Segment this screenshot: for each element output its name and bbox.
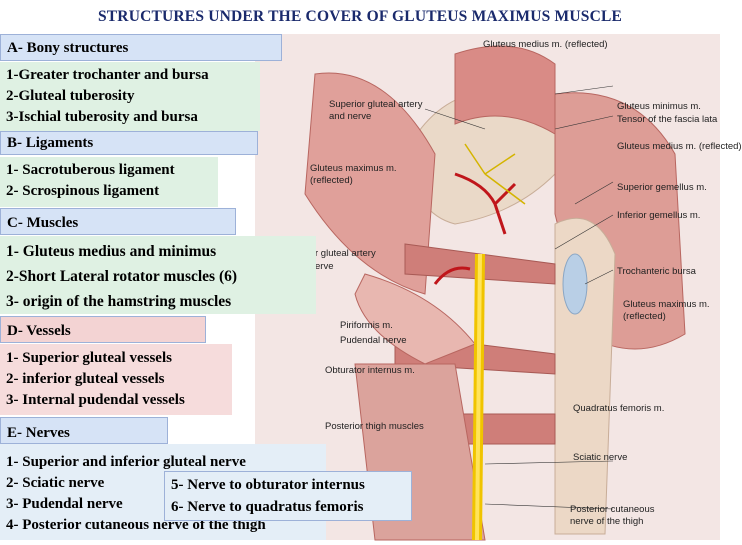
list-item: 2-Gluteal tuberosity: [6, 88, 135, 104]
list-item: 6- Nerve to quadratus femoris: [171, 499, 364, 515]
section-d-header: D- Vessels: [0, 316, 206, 343]
section-a-list: 1-Greater trochanter and bursa 2-Gluteal…: [0, 62, 260, 131]
page-title: STRUCTURES UNDER THE COVER OF GLUTEUS MA…: [0, 0, 720, 34]
section-c-header: C- Muscles: [0, 208, 236, 235]
label-tensor-fascia-lata: Tensor of the fascia lata: [617, 114, 718, 125]
list-item: 5- Nerve to obturator internus: [171, 477, 365, 493]
label-gluteus-maximus-lower-note: (reflected): [623, 311, 666, 322]
label-nerve-of-thigh: nerve of the thigh: [570, 516, 644, 527]
section-c-list: 1- Gluteus medius and minimus 2-Short La…: [0, 236, 316, 314]
list-item: 2- inferior gluteal vessels: [6, 371, 165, 387]
section-a-header: A- Bony structures: [0, 34, 282, 61]
list-item: 3- origin of the hamstring muscles: [6, 293, 232, 310]
label-gluteus-maximus-lower: Gluteus maximus m.: [623, 299, 710, 310]
section-d-list: 1- Superior gluteal vessels 2- inferior …: [0, 344, 232, 415]
label-posterior-cutaneous: Posterior cutaneous: [570, 504, 655, 515]
list-item: 1- Superior gluteal vessels: [6, 350, 172, 366]
list-item: 2- Scrospinous ligament: [6, 183, 160, 199]
label-obturator-internus: Obturator internus m.: [325, 365, 415, 376]
label-posterior-thigh-muscles: Posterior thigh muscles: [325, 421, 424, 432]
label-quadratus-femoris: Quadratus femoris m.: [573, 403, 665, 414]
label-sciatic-nerve: Sciatic nerve: [573, 452, 628, 463]
label-superior-gemellus: Superior gemellus m.: [617, 182, 707, 193]
label-gluteus-maximus-reflected: Gluteus maximus m.: [310, 163, 397, 174]
list-item-text: 3- Pudendal nerve: [6, 496, 123, 512]
label-piriformis: Piriformis m.: [340, 320, 393, 331]
list-item: 2-Short Lateral rotator muscles (6): [6, 268, 238, 285]
label-superior-gluteal-artery: Superior gluteal artery: [329, 99, 423, 110]
list-item: 1-Greater trochanter and bursa: [6, 67, 209, 83]
list-item: 1- Superior and inferior gluteal nerve: [6, 454, 246, 470]
label-inferior-gluteal-artery: r gluteal artery: [315, 248, 376, 259]
list-item: 1- Sacrotuberous ligament: [6, 162, 175, 178]
label-gluteus-medius-reflected: Gluteus medius m. (reflected): [483, 39, 608, 50]
list-item: 1- Gluteus medius and minimus: [6, 243, 217, 260]
label-inferior-gemellus: Inferior gemellus m.: [617, 210, 701, 221]
section-b-header: B- Ligaments: [0, 131, 258, 155]
list-item: 4- Posterior cutaneous nerve of the thig…: [6, 517, 266, 533]
label-gluteus-maximus-reflected-note: (reflected): [310, 175, 353, 186]
label-gluteus-medius-reflected-2: Gluteus medius m. (reflected): [617, 141, 742, 152]
label-gluteus-minimus: Gluteus minimus m.: [617, 101, 701, 112]
list-item: 3-Ischial tuberosity and bursa: [6, 109, 198, 125]
label-pudendal-nerve: Pudendal nerve: [340, 335, 407, 346]
list-item: 3- Pudendal nerve: [6, 494, 326, 515]
section-b-list: 1- Sacrotuberous ligament 2- Scrospinous…: [0, 157, 218, 207]
label-and-nerve: and nerve: [329, 111, 372, 122]
list-item: 3- Internal pudendal vessels: [6, 392, 185, 408]
section-e-header: E- Nerves: [0, 417, 168, 444]
list-item: 2- Sciatic nerve: [6, 473, 326, 494]
label-trochanteric-bursa: Trochanteric bursa: [617, 266, 696, 277]
list-item-text: 2- Sciatic nerve: [6, 475, 105, 491]
section-e-sublist: 5- Nerve to obturator internus 6- Nerve …: [164, 471, 412, 521]
label-inferior-nerve: erve: [315, 261, 334, 272]
